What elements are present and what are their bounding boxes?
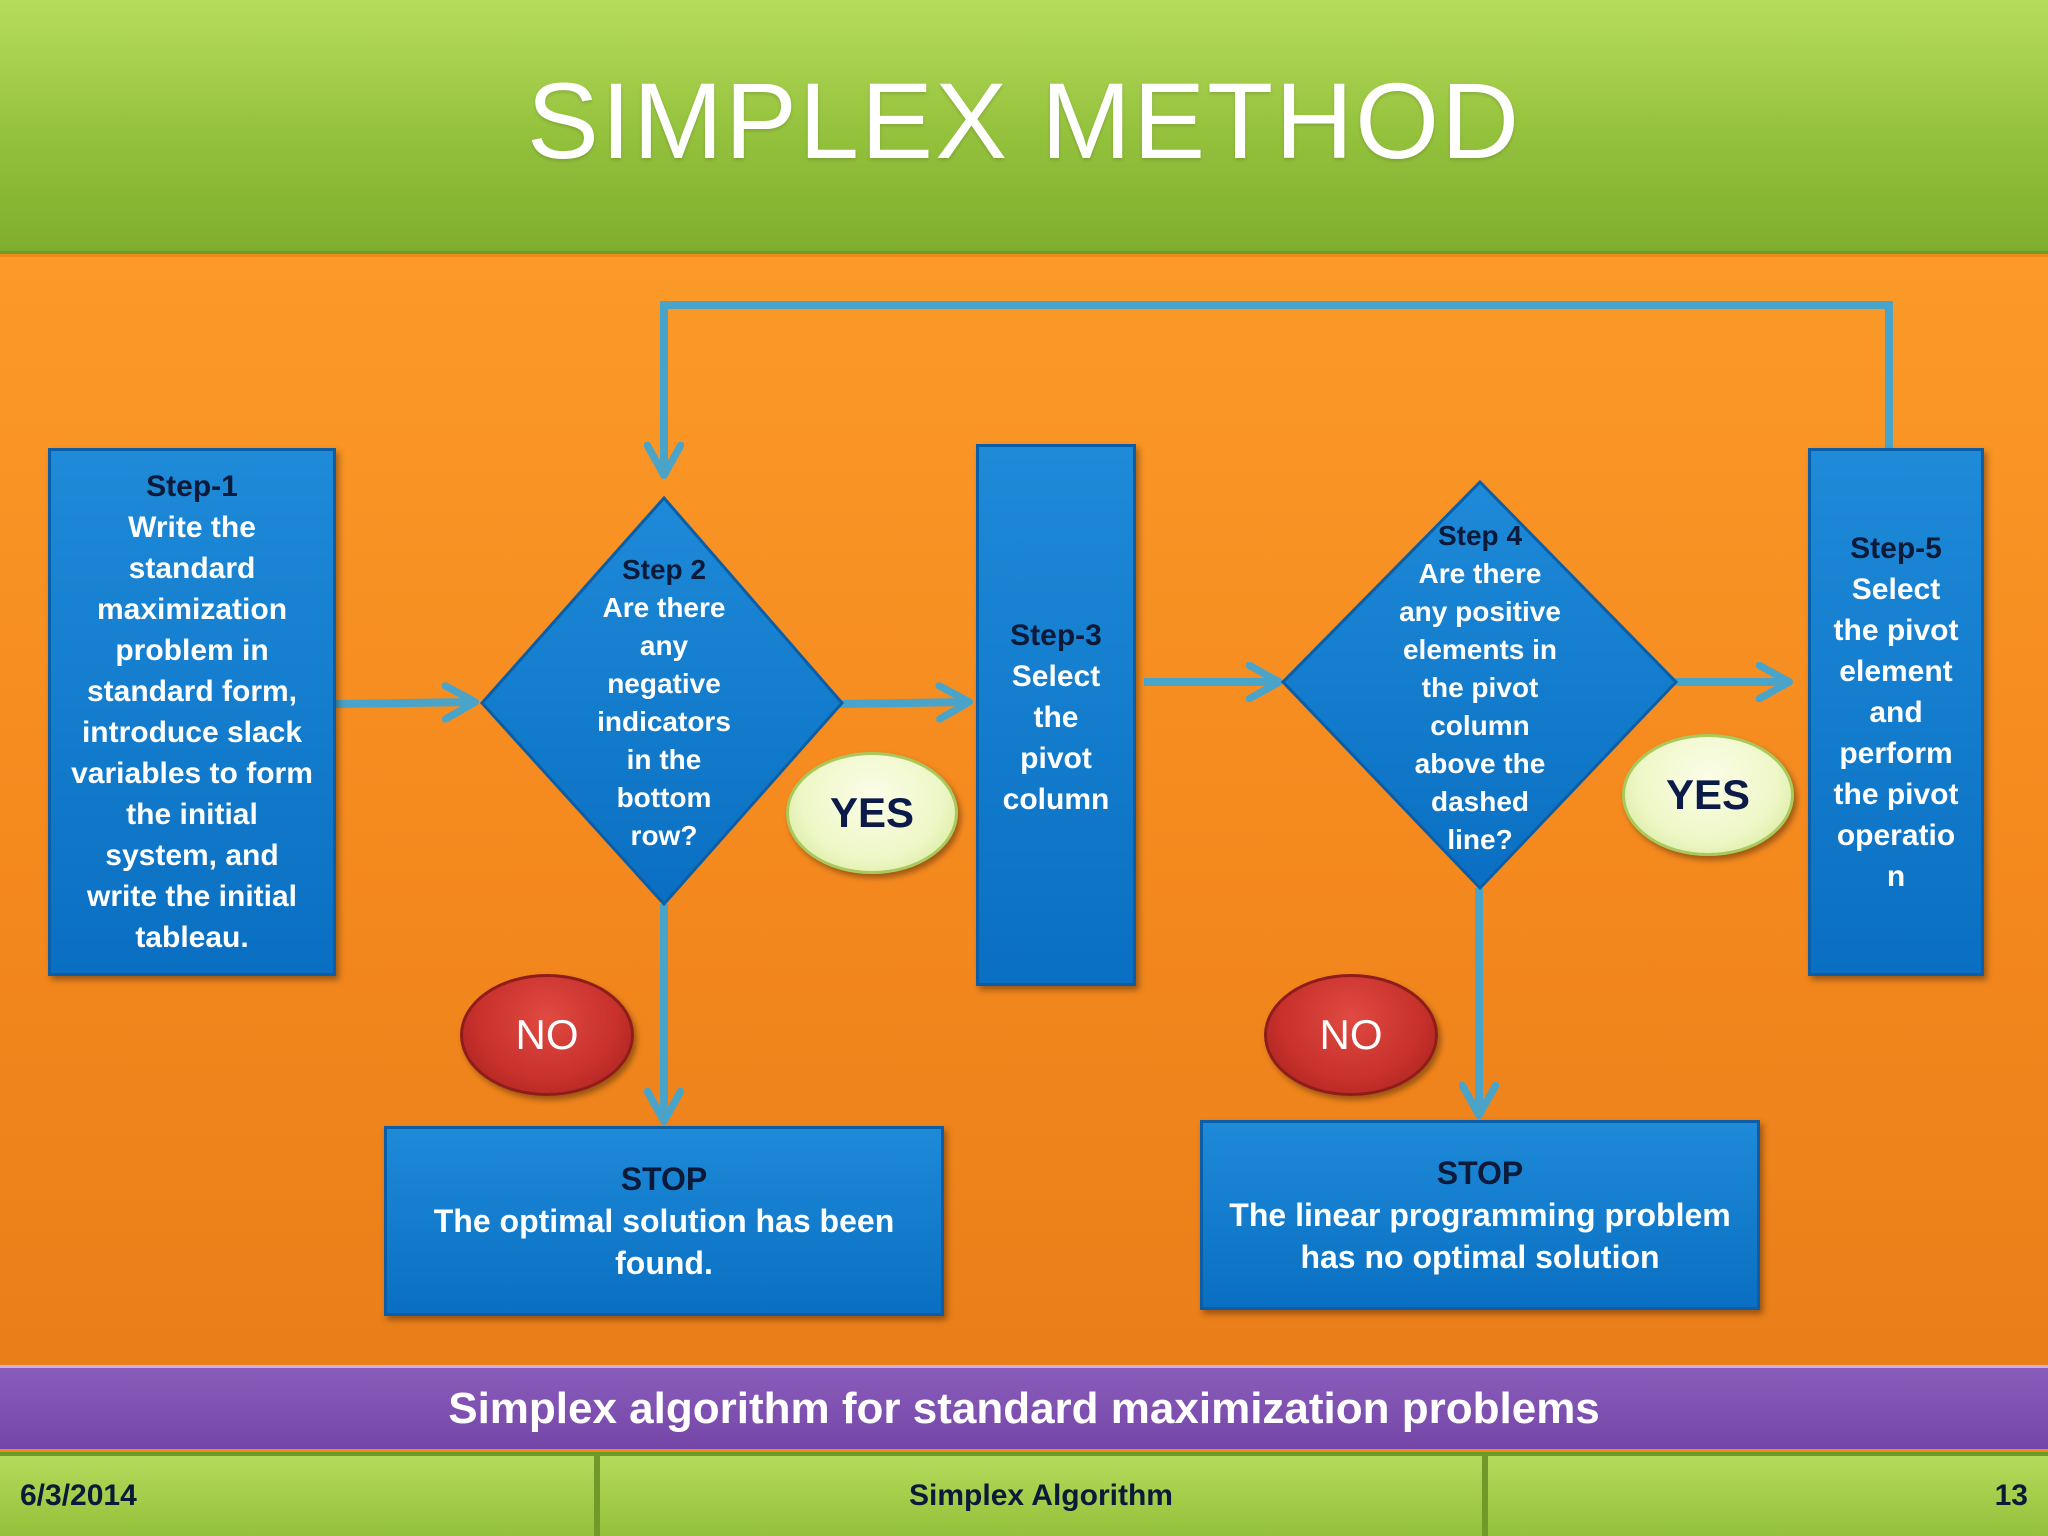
step5-box: Step-5 Select the pivot element and perf… xyxy=(1808,448,1984,976)
caption-band: Simplex algorithm for standard maximizat… xyxy=(0,1365,2048,1449)
footer-title: Simplex Algorithm xyxy=(909,1479,1173,1512)
step1-text: Write the standard maximization problem … xyxy=(71,511,313,954)
stop1-text: The optimal solution has been found. xyxy=(433,1203,895,1281)
step2-header: Step 2 xyxy=(621,554,707,585)
step1-box: Step-1 Write the standard maximization p… xyxy=(48,448,336,976)
step2-text-block: Step 2 Are there any negative indicators… xyxy=(544,550,784,856)
stop2-header: STOP xyxy=(1436,1155,1524,1191)
step4-header: Step 4 xyxy=(1437,520,1523,551)
caption-text: Simplex algorithm for standard maximizat… xyxy=(448,1383,1600,1433)
stop2-box: STOP The linear programming problem has … xyxy=(1200,1120,1760,1310)
footer: 6/3/2014 Simplex Algorithm 13 xyxy=(0,1452,2048,1536)
step2-text: Are there any negative indicators in the… xyxy=(597,592,731,851)
no-label-2: NO xyxy=(1264,974,1438,1096)
step3-header: Step-3 xyxy=(1010,619,1102,652)
yes-label-2: YES xyxy=(1622,734,1794,856)
arrow-step1-to-step2 xyxy=(335,702,472,704)
step5-text: Select the pivot element and perform the… xyxy=(1833,572,1959,893)
step1-header: Step-1 xyxy=(146,470,238,503)
stop1-box: STOP The optimal solution has been found… xyxy=(384,1126,944,1316)
step3-box: Step-3 Select the pivot column xyxy=(976,444,1136,986)
footer-date-cell: 6/3/2014 xyxy=(0,1456,594,1536)
footer-page-number: 13 xyxy=(1994,1479,2028,1512)
footer-center-cell: Simplex Algorithm xyxy=(600,1456,1482,1536)
footer-date: 6/3/2014 xyxy=(20,1479,137,1512)
no-label-1: NO xyxy=(460,974,634,1096)
diamond-step4 xyxy=(1280,479,1679,891)
slide-title: SIMPLEX METHOD xyxy=(526,60,1522,181)
footer-page-cell: 13 xyxy=(1488,1456,2048,1536)
step5-header: Step-5 xyxy=(1850,531,1942,565)
arrow-loop-step5-to-step2 xyxy=(664,301,1893,472)
step4-text-block: Step 4 Are there any positive elements i… xyxy=(1360,518,1600,858)
step4-text: Are there any positive elements in the p… xyxy=(1399,558,1561,855)
diamond-step2 xyxy=(479,495,844,907)
stop2-text: The linear programming problem has no op… xyxy=(1229,1197,1731,1275)
yes-label-1: YES xyxy=(786,752,958,874)
stop1-header: STOP xyxy=(620,1161,708,1197)
title-band: SIMPLEX METHOD xyxy=(0,0,2048,254)
step3-text: Select the pivot column xyxy=(1002,660,1110,816)
arrow-step2-to-step3 xyxy=(837,702,966,704)
